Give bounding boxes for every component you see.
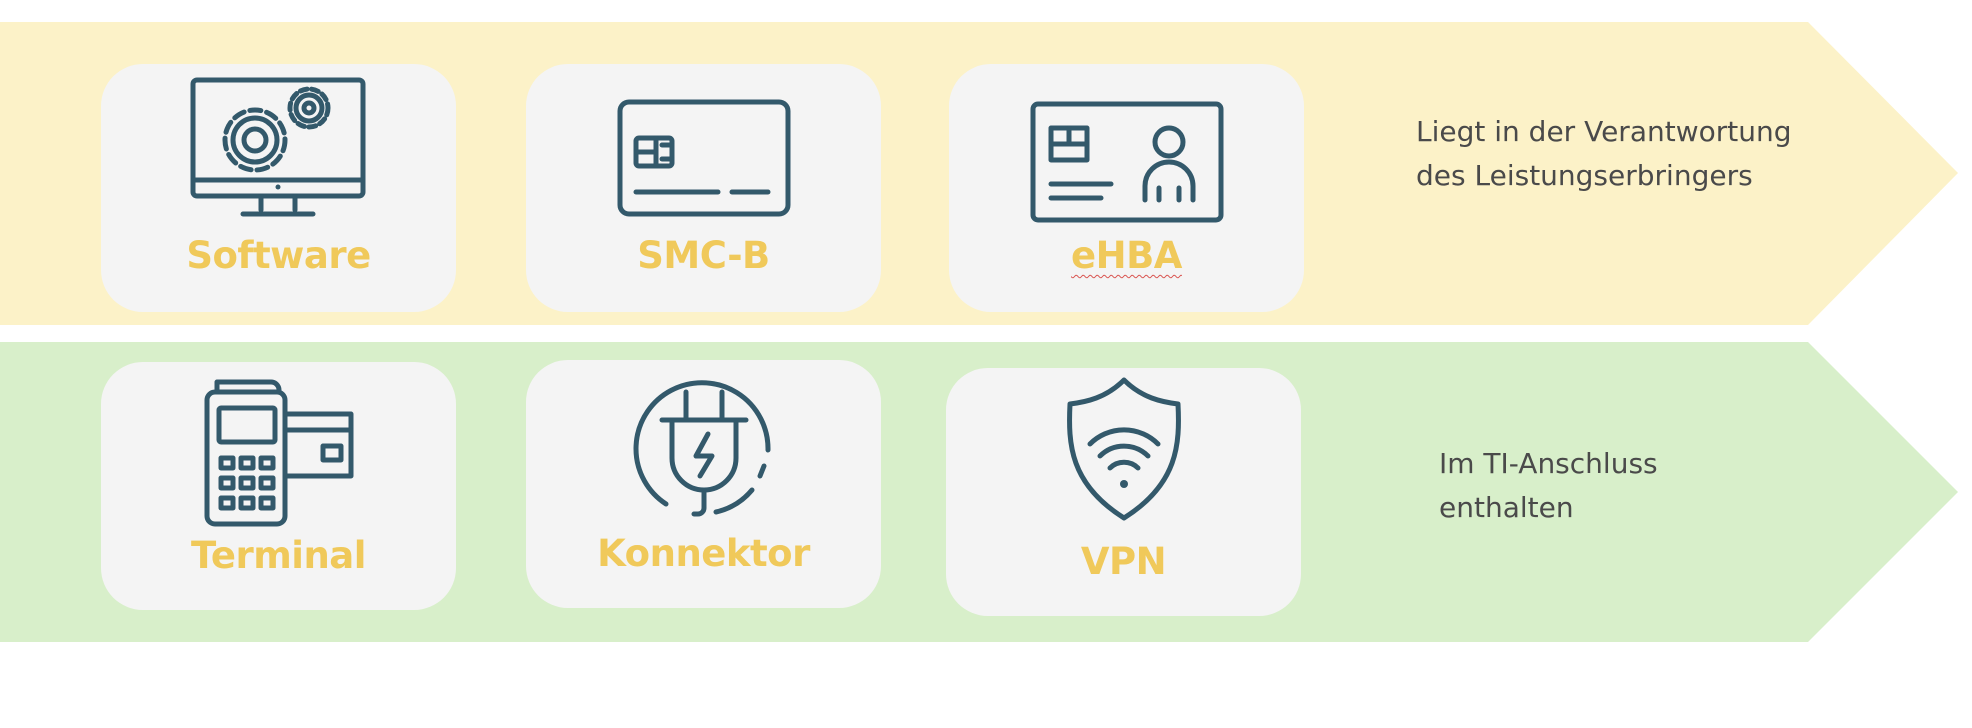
top-caption: Liegt in der Verantwortung des Leistungs…	[1416, 110, 1791, 198]
konnektor-label: Konnektor	[597, 532, 810, 575]
ehba-label: eHBA	[1071, 234, 1182, 277]
terminal-card: Terminal	[101, 362, 456, 610]
konnektor-card: Konnektor	[526, 360, 881, 608]
bottom-caption: Im TI-Anschluss enthalten	[1439, 442, 1658, 530]
bottom-caption-line2: enthalten	[1439, 491, 1574, 524]
computer-gears-icon	[101, 76, 456, 222]
terminal-label: Terminal	[191, 534, 366, 577]
top-caption-line2: des Leistungserbringers	[1416, 159, 1753, 192]
smcb-card: SMC-B	[526, 64, 881, 312]
software-card: Software	[101, 64, 456, 312]
plug-icon	[526, 362, 881, 530]
ehba-card: eHBA	[949, 64, 1304, 312]
bottom-caption-line1: Im TI-Anschluss	[1439, 447, 1658, 480]
bottom-arrow-band: Terminal Konnektor	[0, 342, 1960, 642]
top-caption-line1: Liegt in der Verantwortung	[1416, 115, 1792, 148]
smcb-label: SMC-B	[637, 234, 770, 277]
vpn-card: VPN	[946, 368, 1301, 616]
chip-card-icon	[526, 98, 881, 218]
card-terminal-icon	[101, 376, 456, 528]
id-card-icon	[949, 100, 1304, 224]
top-arrow-band: Software SMC-B	[0, 22, 1960, 325]
software-label: Software	[186, 234, 371, 277]
shield-wifi-icon	[946, 374, 1301, 524]
vpn-label: VPN	[1080, 540, 1167, 583]
